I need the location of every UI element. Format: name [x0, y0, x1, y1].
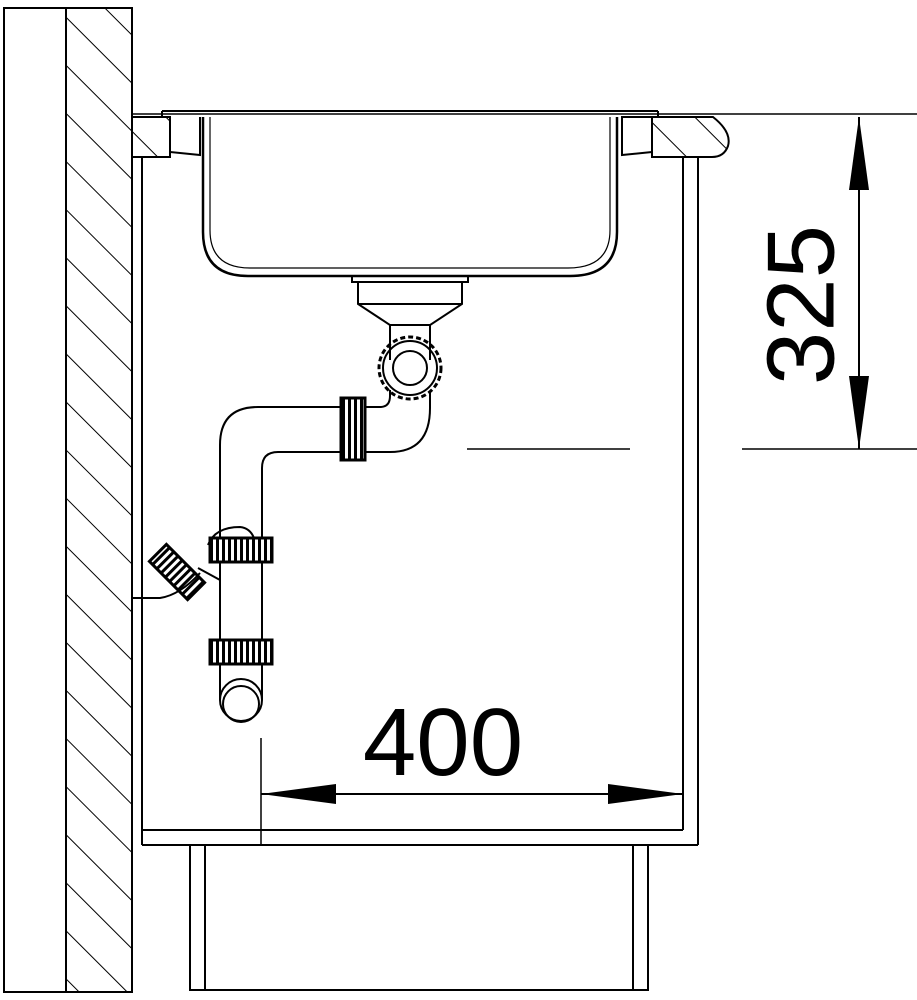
arrow-down-icon [849, 376, 869, 449]
arrow-right-icon [608, 784, 683, 804]
drain-strainer [357, 282, 463, 338]
cabinet [141, 157, 699, 991]
arrow-left-icon [261, 784, 336, 804]
height-dimension: 325 [467, 117, 917, 450]
width-dimension: 400 [260, 689, 683, 845]
wall [3, 7, 133, 993]
countertop [131, 113, 917, 158]
height-dimension-label: 325 [747, 225, 854, 385]
arrow-up-icon [849, 117, 869, 190]
siphon-pipe [132, 335, 443, 723]
width-dimension-label: 400 [363, 689, 523, 796]
sink-bowl [161, 110, 659, 283]
